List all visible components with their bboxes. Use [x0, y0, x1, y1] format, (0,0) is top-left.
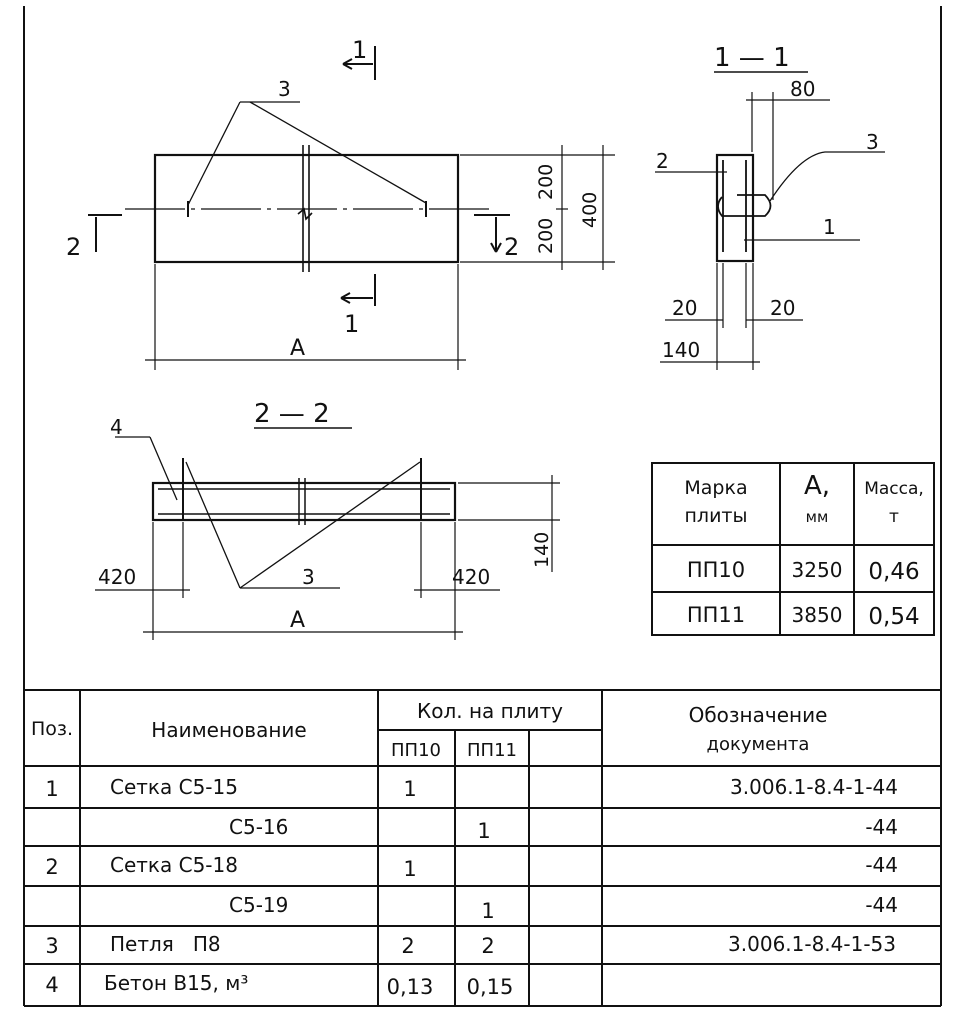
mark-table-header-mark-line1: Марка — [684, 477, 747, 499]
mark-table-row2-mass: 0,54 — [868, 604, 919, 630]
mark-table-row1-mark: ПП10 — [687, 558, 745, 582]
plan-section-1-top — [342, 46, 376, 80]
spec-row6-name: Бетон В15, м³ — [104, 971, 248, 995]
section-2-2-dim-420-right: 420 — [452, 565, 490, 589]
spec-row3-name: Сетка С5-18 — [110, 853, 238, 877]
section-1-1-leaders — [655, 151, 885, 241]
spec-row1-pos: 1 — [45, 777, 58, 801]
section-1-1-dim-20-left: 20 — [672, 296, 697, 320]
spec-row5-doc: 3.006.1-8.4-1-53 — [728, 932, 896, 956]
spec-row1-doc: 3.006.1-8.4-1-44 — [730, 775, 898, 799]
section-2-2-dim-A: А — [290, 608, 305, 633]
spec-row3-pp10: 1 — [403, 857, 416, 881]
section-2-2-dim-420-left: 420 — [98, 565, 136, 589]
mark-table-header-a-line2: мм — [806, 508, 829, 526]
plan-callout-3: 3 — [278, 77, 291, 101]
section-2-2-callout-3: 3 — [302, 565, 315, 589]
plan-dim-200-bottom: 200 — [535, 218, 557, 254]
section-2-2-callout-4: 4 — [110, 415, 123, 439]
spec-row1-pp10: 1 — [403, 777, 416, 801]
section-2-2-dim-140: 140 — [531, 532, 553, 568]
spec-row5-pp11: 2 — [481, 934, 494, 958]
spec-row2-name: С5-16 — [229, 815, 288, 839]
mark-table-header-mass-line2: т — [889, 507, 899, 527]
section-1-1-title: 1 — 1 — [714, 43, 790, 73]
spec-row4-doc: -44 — [865, 893, 898, 917]
section-1-1-dim-80: 80 — [790, 77, 815, 101]
spec-row4-pp11: 1 — [481, 899, 494, 923]
section-1-1-callout-3: 3 — [866, 130, 879, 154]
mark-table-row1-mass: 0,46 — [868, 559, 919, 585]
plan-vertical-dimensions — [460, 145, 615, 270]
section-2-2-view: 2 — 2 4 3 — [95, 399, 560, 640]
spec-row3-doc: -44 — [865, 853, 898, 877]
section-1-1-callout-1: 1 — [823, 215, 836, 239]
section-2-2-meshes — [158, 478, 450, 525]
section-1-1-view: 1 — 1 80 2 3 1 — [655, 43, 885, 370]
spec-header-doc-line1: Обозначение — [689, 703, 828, 727]
sheet-frame — [23, 6, 942, 1006]
section-2-2-title: 2 — 2 — [254, 399, 330, 429]
spec-row5-pos: 3 — [45, 934, 58, 958]
spec-row5-pp10: 2 — [401, 934, 414, 958]
plan-dim-200-top: 200 — [535, 164, 557, 200]
plan-section-mark-right: 2 — [504, 233, 519, 261]
spec-row6-pp10: 0,13 — [387, 975, 434, 999]
mark-table-row2-a: 3850 — [792, 603, 843, 627]
section-1-1-dim-20-right: 20 — [770, 296, 795, 320]
section-1-1-slab — [715, 153, 755, 263]
plan-dim-A: А — [290, 336, 305, 361]
mark-table-row1-a: 3250 — [792, 558, 843, 582]
plan-section-mark-left: 2 — [66, 233, 81, 261]
spec-table: Поз. Наименование Кол. на плиту ПП10 ПП1… — [24, 689, 941, 1007]
section-2-2-loops — [182, 458, 422, 520]
spec-table-grid — [24, 689, 941, 1007]
section-2-2-callout-3-leaders — [185, 461, 421, 589]
mark-table-header-a-line1: А, — [804, 471, 830, 501]
spec-row6-pp11: 0,15 — [467, 975, 514, 999]
section-2-2-dims — [95, 475, 560, 640]
section-1-1-dim-140: 140 — [662, 338, 700, 362]
plan-dim-400: 400 — [579, 192, 601, 228]
spec-row2-doc: -44 — [865, 815, 898, 839]
spec-row4-name: С5-19 — [229, 893, 288, 917]
spec-header-qty: Кол. на плиту — [417, 699, 563, 723]
plan-section-2-left — [88, 214, 122, 252]
spec-header-pos: Поз. — [31, 718, 73, 740]
spec-header-name: Наименование — [151, 718, 306, 742]
plan-callout-3-leaders — [187, 101, 427, 206]
spec-row6-pos: 4 — [45, 973, 58, 997]
plan-section-mark-bottom: 1 — [344, 310, 359, 338]
spec-header-qty-pp11: ПП11 — [467, 740, 517, 761]
section-1-1-bottom-dims — [660, 263, 803, 370]
mark-table-grid — [651, 462, 935, 636]
mark-table-header-mark-line2: плиты — [685, 505, 748, 527]
spec-header-doc-line2: документа — [707, 734, 810, 755]
section-2-2-callout-4-leader — [115, 436, 178, 501]
plan-dim-A-line — [145, 264, 466, 370]
plan-view: 3 1 1 2 2 — [66, 36, 615, 370]
plan-section-1-bottom — [340, 274, 376, 306]
spec-row1-name: Сетка С5-15 — [110, 775, 238, 799]
section-1-1-meshes — [717, 160, 772, 252]
spec-row5-name: Петля П8 — [110, 932, 221, 956]
mark-table-row2-mark: ПП11 — [687, 603, 745, 627]
spec-row2-pp11: 1 — [477, 819, 490, 843]
spec-header-qty-pp10: ПП10 — [391, 740, 441, 761]
section-2-2-slab — [151, 481, 457, 522]
plan-section-mark-top: 1 — [352, 36, 367, 64]
mark-table: Марка плиты А, мм Масса, т ПП10 3250 0,4… — [651, 462, 935, 636]
plan-section-2-right — [474, 214, 510, 253]
mark-table-header-mass-line1: Масса, — [864, 479, 924, 499]
section-1-1-dim-80-line — [746, 92, 830, 200]
section-1-1-callout-2: 2 — [656, 149, 669, 173]
spec-row3-pos: 2 — [45, 855, 58, 879]
